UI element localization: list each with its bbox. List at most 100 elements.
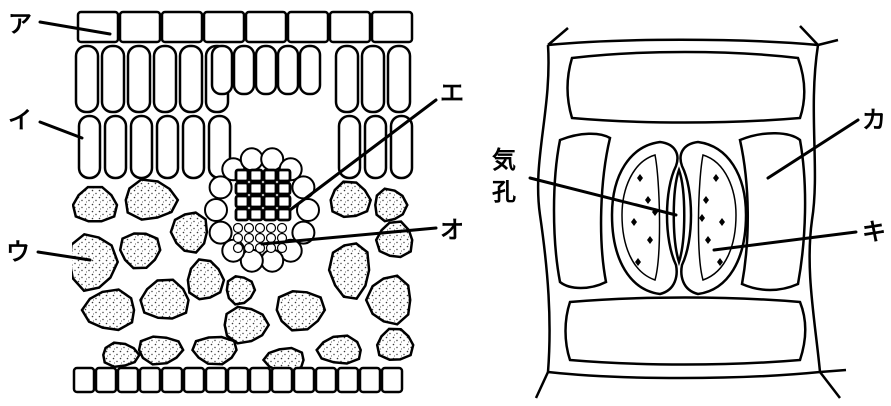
palisade-cell — [336, 46, 358, 112]
chloroplast — [705, 236, 711, 244]
bundle-sheath-cell — [261, 250, 283, 272]
spongy-cell — [377, 329, 413, 360]
chloroplast — [647, 236, 653, 244]
palisade-cell — [388, 46, 410, 112]
xylem-vessel — [264, 196, 276, 207]
chloroplast — [637, 174, 643, 182]
lower-epidermis-cell — [360, 368, 380, 392]
phloem-cell — [278, 224, 287, 233]
spongy-cell — [277, 291, 325, 330]
lower-epidermis-cell — [74, 368, 94, 392]
xylem-vessel — [264, 183, 276, 194]
phloem-cell — [278, 244, 287, 253]
lower-epidermis-cell — [140, 368, 160, 392]
spongy-cell — [193, 337, 237, 364]
chloroplast — [713, 174, 719, 182]
epidermal-cell-top — [568, 52, 805, 123]
lower-epidermis-cell — [294, 368, 314, 392]
palisade-cell — [76, 46, 98, 112]
leader-lines-right — [530, 120, 858, 250]
spongy-cell — [70, 234, 118, 290]
spongy-cell — [188, 260, 224, 300]
phloem-cell — [234, 234, 243, 243]
label-i: イ — [8, 106, 32, 134]
upper-epidermis-cell — [120, 12, 160, 42]
upper-epidermis-cell — [246, 12, 286, 42]
spongy-cell — [225, 307, 269, 343]
xylem-vessel — [236, 209, 248, 220]
spongy-cell — [171, 213, 207, 253]
wall-stub-bl — [536, 372, 548, 398]
leaf-cross-section — [70, 12, 414, 392]
xylem-vessel — [278, 170, 290, 181]
phloem-cell — [245, 234, 254, 243]
spongy-cell — [366, 276, 410, 325]
xylem-vessel — [264, 209, 276, 220]
spongy-cell — [139, 337, 183, 365]
palisade-cell — [234, 46, 254, 94]
upper-epidermis-cell — [78, 12, 118, 42]
spongy-cell — [317, 336, 361, 364]
label-e: エ — [440, 79, 464, 107]
spongy-cell — [120, 234, 160, 269]
xylem-vessel — [278, 209, 290, 220]
palisade-cell — [102, 46, 124, 112]
xylem-vessel — [236, 183, 248, 194]
chloroplast — [703, 196, 709, 204]
upper-epidermis-cell — [330, 12, 370, 42]
palisade-cell — [278, 46, 298, 94]
spongy-cell — [329, 244, 369, 299]
leader-i — [40, 122, 82, 138]
phloem-cell — [267, 224, 276, 233]
label-stoma-1: 気 — [492, 146, 516, 174]
label-ki: キ — [862, 218, 886, 246]
xylem-vessel — [250, 183, 262, 194]
lower-epidermis-cell — [228, 368, 248, 392]
phloem-cell — [234, 244, 243, 253]
guard-cell-chloroplasts — [631, 174, 725, 266]
upper-epidermis-cell — [204, 12, 244, 42]
label-stoma-2: 孔 — [492, 178, 516, 206]
upper-epidermis-cell — [372, 12, 412, 42]
phloem-cell — [256, 224, 265, 233]
palisade-cell — [154, 46, 176, 112]
xylem-vessel — [278, 196, 290, 207]
lower-epidermis-cell — [338, 368, 358, 392]
label-o: オ — [440, 216, 464, 244]
lower-epidermis-cell — [206, 368, 226, 392]
label-ka: カ — [862, 106, 886, 134]
outer-wall-left — [538, 45, 549, 372]
spongy-cell — [73, 187, 117, 221]
xylem-vessel — [250, 196, 262, 207]
spongy-cell — [227, 276, 255, 304]
spongy-cell — [331, 182, 371, 217]
label-a: ア — [8, 10, 32, 38]
spongy-cell — [375, 189, 407, 221]
spongy-cell — [103, 343, 139, 367]
palisade-cell — [180, 46, 202, 112]
epidermal-cell-left — [554, 134, 610, 288]
lower-epidermis-cell — [316, 368, 336, 392]
chloroplast — [719, 218, 725, 226]
palisade-cell — [256, 46, 276, 94]
bundle-sheath-cell — [210, 222, 232, 244]
chloroplast — [645, 196, 651, 204]
guard-cell-left-inner — [622, 155, 660, 280]
stoma-diagram — [536, 26, 846, 398]
spongy-cell — [82, 290, 134, 330]
palisade-cell — [183, 116, 204, 178]
palisade-cell — [128, 46, 150, 112]
outer-wall-right — [810, 45, 820, 372]
lower-epidermis-cell — [96, 368, 116, 392]
xylem-vessel — [236, 196, 248, 207]
phloem-cell — [234, 224, 243, 233]
lower-epidermis-cell — [250, 368, 270, 392]
spongy-cell — [126, 180, 178, 220]
upper-epidermis-cell — [288, 12, 328, 42]
leader-ki — [714, 232, 856, 250]
palisade-cell — [131, 116, 152, 178]
bundle-sheath-cell — [241, 148, 263, 170]
epidermal-cell-bottom — [566, 298, 806, 365]
xylem-vessel — [278, 183, 290, 194]
